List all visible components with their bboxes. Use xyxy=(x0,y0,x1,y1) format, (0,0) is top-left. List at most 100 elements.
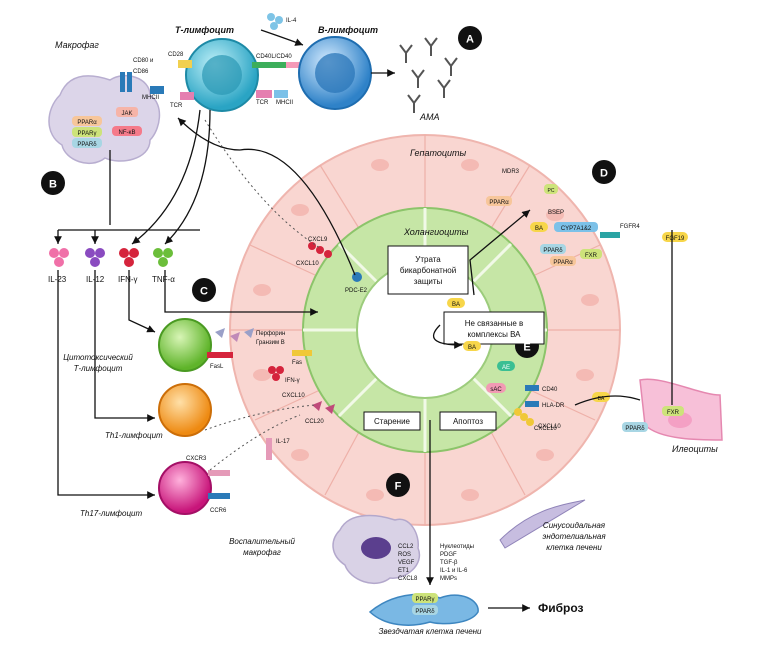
ifn-dots-small xyxy=(268,366,284,381)
stellate-label: Звездчатая клетка печени xyxy=(378,627,482,636)
th17-label: Th17-лимфоцит xyxy=(80,509,143,518)
th1-cell xyxy=(158,383,212,437)
cytokine-label-3: TNF-α xyxy=(152,275,175,284)
perforin-label: Перфорин xyxy=(256,331,285,337)
panel-letter-a: A xyxy=(466,34,474,46)
ba-low-label: BA xyxy=(598,396,605,402)
cyp-label: CYP7A1&2 xyxy=(561,226,592,232)
ae-pill xyxy=(497,361,515,371)
factor-right-3: IL-1 и IL-6 xyxy=(440,568,468,574)
cxcl10b-label: CXCL10 xyxy=(282,393,305,399)
ifn-small-label: IFN-γ xyxy=(285,378,300,384)
stellate-ppard xyxy=(412,605,438,615)
nfkb-label: NF-κB xyxy=(119,130,136,136)
cd28-receptor xyxy=(178,60,192,68)
ppara-d-label: PPARα xyxy=(489,200,509,206)
th17-cell xyxy=(158,461,212,515)
mdr3-label: MDR3 xyxy=(502,169,520,175)
cxcr3-label: CXCR3 xyxy=(186,456,207,462)
cxcl10-d-label: CXCL10 xyxy=(538,424,561,430)
ccl20-label: CCL20 xyxy=(305,419,324,425)
sac-pill xyxy=(486,383,506,393)
cytokine-label-0: IL-23 xyxy=(48,275,67,284)
ba-mid-label: BA xyxy=(468,345,476,351)
granzyme-label: Гранзим В xyxy=(256,340,285,346)
cytokine-tnf-dots xyxy=(153,248,173,267)
hepatocytes-label: Гепатоциты xyxy=(410,148,467,158)
cxcl10-dots xyxy=(514,408,534,426)
factor-right-1: PDGF xyxy=(440,552,457,558)
loss-box xyxy=(387,245,469,295)
ccl20-icon xyxy=(312,401,335,414)
th1-label: Th1-лимфоцит xyxy=(105,431,163,440)
t-lymphocyte-label: Т-лимфоцит xyxy=(175,25,234,35)
ccr6-receptor xyxy=(208,493,230,499)
tcr2-label: TCR xyxy=(256,100,269,106)
il17-bar xyxy=(266,438,272,460)
cxcl9-label: CXCL9 xyxy=(308,237,328,243)
ppard-ileo-pill xyxy=(622,422,648,432)
ae-label: AE xyxy=(502,365,510,371)
factor-right-4: MMPs xyxy=(440,576,457,582)
fasl-label: FasL xyxy=(210,364,224,370)
bsep-label: BSEP xyxy=(548,210,564,216)
factor-left-4: CXCL8 xyxy=(398,576,418,582)
unbound-box xyxy=(443,311,545,345)
cd40-receptor xyxy=(525,385,539,391)
cyp-box xyxy=(554,222,598,232)
stellate-ppard-label: PPARδ xyxy=(415,609,435,615)
pc-label: PC xyxy=(548,188,555,194)
ba-d-label: BA xyxy=(535,226,543,232)
antibody-icons xyxy=(399,37,458,113)
ileocytes-label: Илеоциты xyxy=(672,444,718,454)
ppara-d2 xyxy=(550,256,576,266)
ppara-box xyxy=(72,116,102,126)
ppard-label: PPARδ xyxy=(77,142,97,148)
ppard-ileo-label: PPARδ xyxy=(625,426,645,432)
panel-letter-f: F xyxy=(395,481,402,493)
b-lymphocyte-label: В-лимфоцит xyxy=(318,25,378,35)
fgf19-label: FGF19 xyxy=(666,236,685,242)
granule-icons xyxy=(215,328,254,342)
panel-letter-c: C xyxy=(200,286,208,298)
pdc-e2-label: PDC-E2 xyxy=(345,288,368,294)
hepatocyte-nuclei xyxy=(253,159,599,501)
cd28-label: CD28 xyxy=(168,52,184,58)
ccr6-label: CCR6 xyxy=(210,508,227,514)
mhcii2-label: MHCII xyxy=(276,100,293,106)
jak-box xyxy=(116,107,138,117)
fxr-d xyxy=(580,249,602,259)
fgfr4-receptor xyxy=(600,232,620,238)
mhcii2-receptor xyxy=(274,90,288,98)
factor-left-0: CCL2 xyxy=(398,544,414,550)
panel-letter-e: E xyxy=(523,342,530,354)
cxcl9-dots xyxy=(308,242,332,258)
ppara-d2-label: PPARα xyxy=(553,260,573,266)
cd40l-label: CD40L/CD40 xyxy=(256,54,292,60)
ppara-label: PPARα xyxy=(77,120,97,126)
macrophage-cell xyxy=(48,74,161,164)
factor-left-2: VEGF xyxy=(398,560,415,566)
fasl-receptor xyxy=(207,352,233,358)
fgfr4-label: FGFR4 xyxy=(620,224,640,230)
pparg-label: PPARγ xyxy=(78,131,97,137)
sac-label: sAC xyxy=(490,387,502,393)
nfkb-box xyxy=(112,126,142,136)
factor-right-2: TGF-β xyxy=(440,560,458,566)
cytotoxic-t-cell xyxy=(158,318,212,372)
mhcii-label: MHCII xyxy=(142,95,159,101)
hla-receptor xyxy=(525,401,539,407)
tcr-receptor xyxy=(180,92,194,100)
ama-label: AMA xyxy=(419,112,440,122)
factor-left-1: ROS xyxy=(398,552,411,558)
cytokine-label-1: IL-12 xyxy=(86,275,105,284)
stellate-pparg-label: PPARγ xyxy=(416,597,435,603)
il4-dots xyxy=(267,13,283,30)
ba-pills xyxy=(447,222,610,402)
arrows xyxy=(54,29,673,612)
